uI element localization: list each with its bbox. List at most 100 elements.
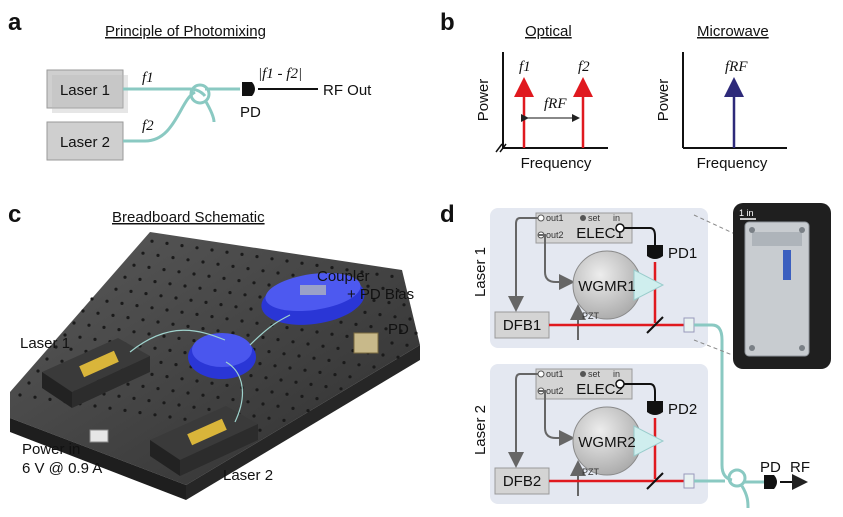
breadboard-hole xyxy=(117,394,121,398)
beamsplitter-2 xyxy=(646,472,664,490)
breadboard-hole xyxy=(192,339,196,343)
breadboard-hole xyxy=(189,298,193,302)
breadboard-hole xyxy=(162,334,166,338)
breadboard-hole xyxy=(306,342,310,346)
breadboard-hole xyxy=(261,269,265,273)
breadboard-hole xyxy=(231,398,235,402)
pd2-label: PD2 xyxy=(668,401,697,418)
breadboard-hole xyxy=(288,366,292,370)
breadboard-hole xyxy=(69,347,73,351)
panel-a: a Principle of Photomixing Laser 1 Laser… xyxy=(8,9,372,161)
breadboard-hole xyxy=(168,348,172,352)
breadboard-hole xyxy=(261,335,265,339)
breadboard-hole xyxy=(273,364,277,368)
breadboard-hole xyxy=(117,328,121,332)
breadboard-hole xyxy=(369,325,373,329)
panel-a-rf-out: RF Out xyxy=(323,82,372,99)
panel-c-pd: PD xyxy=(388,321,409,338)
breadboard-hole xyxy=(315,397,319,401)
breadboard-hole xyxy=(291,273,295,277)
breadboard-hole xyxy=(114,287,118,291)
device-screw-4 xyxy=(799,345,805,351)
breadboard-hole xyxy=(216,262,220,266)
laser1-label: Laser 1 xyxy=(60,82,110,99)
panel-c-letter: c xyxy=(8,201,21,228)
breadboard-hole xyxy=(96,311,100,315)
breadboard-hole xyxy=(255,321,259,325)
breadboard-hole xyxy=(210,248,214,252)
board-fiber-2 xyxy=(225,361,244,423)
breadboard-hole xyxy=(282,352,286,356)
breadboard-hole xyxy=(297,354,301,358)
pd2-symbol xyxy=(647,401,663,415)
breadboard-hole xyxy=(72,321,76,325)
wgmr1-label: WGMR1 xyxy=(578,278,636,295)
laser2-box xyxy=(46,121,124,161)
elec2-in-label: in xyxy=(613,369,620,379)
axis-break-2 xyxy=(499,143,507,153)
elec1-label: ELEC1 xyxy=(576,225,624,242)
board-fiber-1 xyxy=(129,329,226,353)
breadboard-hole xyxy=(195,246,199,250)
laser2-module xyxy=(150,406,258,476)
elec2-out1-port xyxy=(537,370,545,378)
breadboard-hole xyxy=(156,253,160,257)
breadboard-hole xyxy=(177,270,181,274)
breadboard-hole xyxy=(306,409,310,413)
breadboard-hole xyxy=(138,411,142,415)
wgmr1-prism xyxy=(633,269,665,301)
breadboard-hole xyxy=(105,299,109,303)
breadboard-hole xyxy=(219,303,223,307)
optical-f2-label: f2 xyxy=(578,59,590,75)
wgmr2-label: WGMR2 xyxy=(578,434,636,451)
breadboard-hole xyxy=(231,331,235,335)
breadboard-hole xyxy=(93,337,97,341)
breadboard-hole xyxy=(237,279,241,283)
elec1-out1-port xyxy=(537,214,545,222)
breadboard-hole xyxy=(246,400,250,404)
elec1-out1-to-dfb1 xyxy=(508,217,538,312)
side-label-laser1: Laser 1 xyxy=(472,247,489,297)
pd1-signal-line xyxy=(624,227,656,245)
elec2-out2-to-wgmr2 xyxy=(538,390,575,446)
panel-b-letter: b xyxy=(440,9,455,36)
breadboard-hole xyxy=(300,261,304,265)
side-label-laser2: Laser 2 xyxy=(472,405,489,455)
breadboard-hole xyxy=(261,402,265,406)
elec2-set-label: set xyxy=(588,369,601,379)
breadboard-hole xyxy=(33,395,37,399)
panel-d-letter: d xyxy=(440,201,455,228)
breadboard-hole xyxy=(144,292,148,296)
fiber-collimator-1 xyxy=(683,317,695,333)
elec1-set-port xyxy=(580,215,586,221)
breadboard-hole xyxy=(381,286,385,290)
breadboard-hole xyxy=(129,289,133,293)
breadboard-hole xyxy=(132,330,136,334)
breadboard-hole xyxy=(249,374,253,378)
breadboard-hole xyxy=(393,315,397,319)
breadboard-hole xyxy=(159,294,163,298)
breadboard-hole xyxy=(267,283,271,287)
panel-c: c Breadboard Schematic xyxy=(8,201,420,500)
breadboard-hole xyxy=(195,312,199,316)
breadboard-hole xyxy=(183,351,187,355)
breadboard-hole xyxy=(186,258,190,262)
panel-d-rf: RF xyxy=(790,459,810,476)
breadboard-hole xyxy=(201,393,205,397)
breadboard-hole xyxy=(252,414,256,418)
breadboard-hole xyxy=(183,417,187,421)
microwave-frf-label: fRF xyxy=(725,59,748,75)
microwave-xlabel: Frequency xyxy=(697,155,768,172)
breadboard-hole xyxy=(255,255,259,259)
breadboard-edge-front xyxy=(10,418,186,500)
panel-c-laser2: Laser 2 xyxy=(223,467,273,484)
elec1-set-label: set xyxy=(588,213,601,223)
panel-b-optical-title: Optical xyxy=(525,23,572,40)
breadboard-hole xyxy=(240,319,244,323)
breadboard-hole xyxy=(375,272,379,276)
breadboard-hole xyxy=(141,384,145,388)
breadboard-hole xyxy=(324,385,328,389)
panel-c-power-2: 6 V @ 0.9 A xyxy=(22,460,102,477)
breadboard-hole xyxy=(291,406,295,410)
